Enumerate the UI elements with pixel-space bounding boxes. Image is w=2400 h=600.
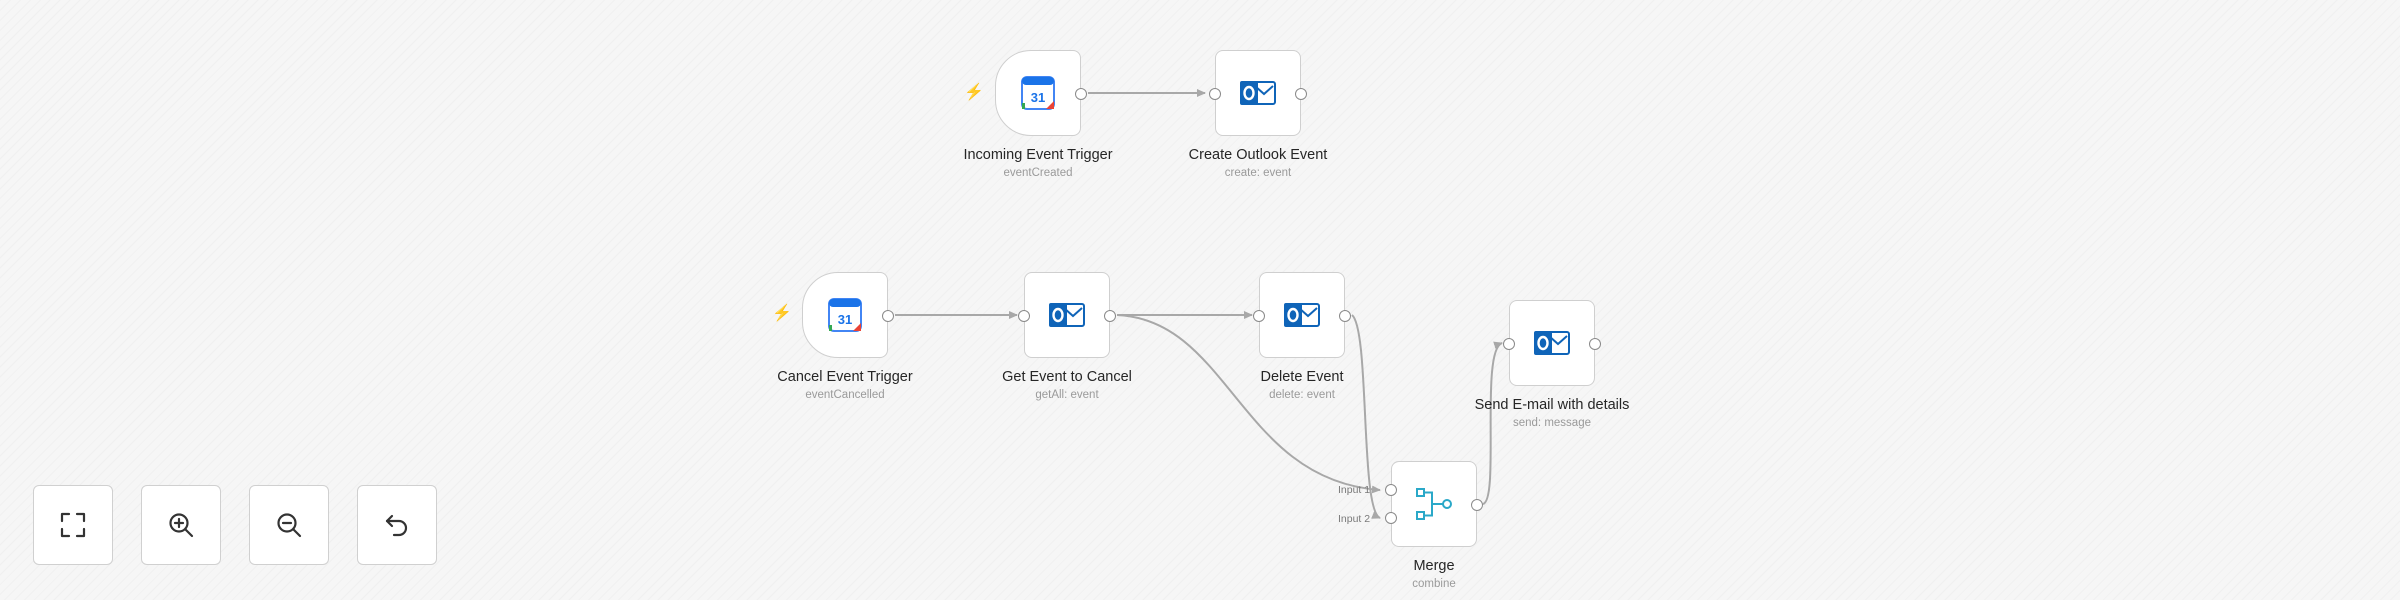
- node-get-event-to-cancel[interactable]: [1018, 272, 1116, 358]
- node-incoming-event-trigger[interactable]: 31: [995, 50, 1087, 136]
- node-label: Merge: [1413, 558, 1455, 574]
- input-port[interactable]: [1253, 310, 1265, 322]
- google-calendar-icon: 31: [1021, 76, 1055, 110]
- output-port[interactable]: [1295, 88, 1307, 100]
- connection-delete-to-merge-input-2[interactable]: [1351, 314, 1381, 519]
- node-cancel-event-trigger[interactable]: 31: [802, 272, 894, 358]
- input-port[interactable]: [1018, 310, 1030, 322]
- trigger-bolt-icon: ⚡: [772, 305, 792, 322]
- input-port[interactable]: [1503, 338, 1515, 350]
- merge-input-2-label: Input 2: [1338, 513, 1371, 525]
- output-port[interactable]: [1589, 338, 1601, 350]
- undo-icon: [385, 514, 408, 537]
- fit-view-icon: [60, 512, 86, 538]
- node-sublabel: create: event: [1224, 167, 1292, 179]
- merge-icon: [1416, 488, 1452, 520]
- node-sublabel: eventCancelled: [805, 389, 885, 401]
- node-sublabel: eventCreated: [1003, 167, 1073, 179]
- connection-merge-to-send[interactable]: [1482, 341, 1503, 505]
- node-sublabel: delete: event: [1269, 389, 1335, 401]
- node-sublabel: send: message: [1513, 417, 1591, 429]
- node-label: Incoming Event Trigger: [963, 147, 1113, 163]
- fit-view-button[interactable]: [33, 485, 113, 565]
- zoom-in-icon: [169, 513, 194, 538]
- node-sublabel: getAll: event: [1035, 389, 1099, 401]
- output-port[interactable]: [1471, 499, 1483, 511]
- input-port-2[interactable]: [1385, 512, 1397, 524]
- trigger-bolt-icon: ⚡: [964, 84, 984, 101]
- input-port-1[interactable]: [1385, 484, 1397, 496]
- node-label: Delete Event: [1260, 369, 1344, 385]
- node-merge[interactable]: [1385, 461, 1483, 547]
- node-create-outlook-event[interactable]: [1209, 50, 1307, 136]
- svg-text:31: 31: [1031, 90, 1045, 105]
- node-label: Cancel Event Trigger: [777, 369, 913, 385]
- node-label: Send E-mail with details: [1474, 397, 1630, 413]
- outlook-icon: [1240, 81, 1276, 105]
- outlook-icon: [1049, 303, 1085, 327]
- zoom-in-button[interactable]: [141, 485, 221, 565]
- output-port[interactable]: [882, 310, 894, 322]
- outlook-icon: [1284, 303, 1320, 327]
- node-delete-event[interactable]: [1253, 272, 1351, 358]
- connection-get-to-merge-input-1[interactable]: [1116, 314, 1381, 494]
- output-port[interactable]: [1075, 88, 1087, 100]
- node-label: Create Outlook Event: [1188, 147, 1328, 163]
- output-port[interactable]: [1104, 310, 1116, 322]
- zoom-out-button[interactable]: [249, 485, 329, 565]
- node-send-email-with-details[interactable]: [1503, 300, 1601, 386]
- input-port[interactable]: [1209, 88, 1221, 100]
- merge-input-1-label: Input 1: [1338, 484, 1371, 496]
- node-sublabel: combine: [1412, 578, 1456, 590]
- node-label: Get Event to Cancel: [1002, 369, 1132, 385]
- google-calendar-icon: 31: [828, 298, 862, 332]
- output-port[interactable]: [1339, 310, 1351, 322]
- reset-zoom-button[interactable]: [357, 485, 437, 565]
- svg-text:31: 31: [838, 312, 852, 327]
- outlook-icon: [1534, 331, 1570, 355]
- zoom-out-icon: [277, 513, 302, 538]
